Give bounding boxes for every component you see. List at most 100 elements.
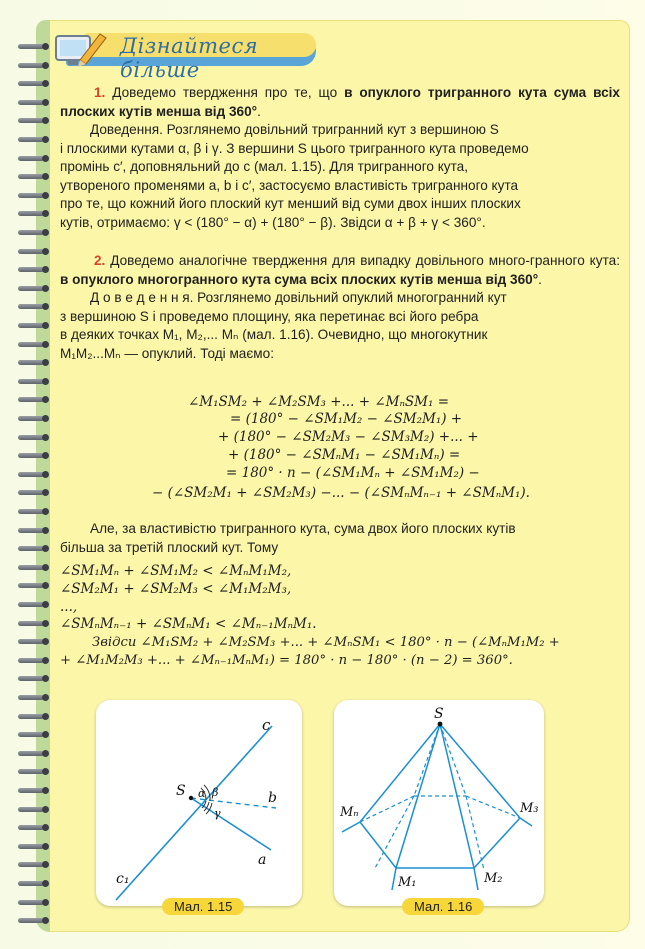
spiral-ring: [18, 396, 52, 404]
spiral-ring: [18, 563, 52, 571]
label-alpha: α: [198, 787, 206, 800]
section-header: Дізнайтеся більше: [54, 30, 324, 82]
spiral-ring: [18, 508, 52, 515]
spiral-ring: [18, 247, 52, 255]
monitor-pencil-icon: [55, 33, 107, 67]
spiral-ring: [18, 917, 52, 925]
inequality-2: ∠SM₂M₁ + ∠SM₂M₃ < ∠M₁M₂M₃,: [60, 581, 292, 597]
spiral-ring: [18, 266, 52, 274]
spiral-ring: [18, 675, 52, 683]
label-s: S: [434, 706, 444, 722]
section-1-line-1: Доведення. Розглянемо довільний тригранн…: [90, 122, 499, 137]
label-s: S: [176, 783, 186, 799]
vertex-s-point: [437, 721, 443, 727]
spiral-ring: [18, 433, 52, 441]
equation-line-2: = (180° − ∠SM₁M₂ − ∠SM₂M₁) +: [230, 411, 463, 427]
section-2-lead: Доведемо аналогічне твердження для випад…: [110, 253, 620, 268]
spiral-ring: [18, 377, 52, 385]
angle-beta-arc: [203, 784, 211, 802]
spiral-ring: [18, 452, 52, 460]
label-m2: M₂: [483, 871, 503, 886]
spiral-ring: [18, 173, 52, 181]
inequality-1: ∠SM₁Mₙ + ∠SM₁M₂ < ∠MₙM₁M₂,: [60, 563, 292, 579]
spiral-ring: [18, 582, 52, 590]
section-1-number: 1.: [94, 85, 106, 100]
section-1: 1. Доведемо твердження про те, що в опук…: [60, 84, 620, 232]
conclusion-line-1: Звідси ∠M₁SM₂ + ∠M₂SM₃ +... + ∠MₙSM₁ < 1…: [92, 635, 560, 650]
section-1-statement: в опуклого тригранного кута сума всіх пл…: [60, 85, 620, 119]
section-2-number: 2.: [94, 253, 106, 268]
label-beta: β: [211, 786, 218, 799]
label-m1: M₁: [397, 875, 417, 890]
paragraph-3-line-1: Але, за властивістю тригранного кута, су…: [90, 521, 516, 536]
spiral-ring: [18, 210, 52, 218]
spiral-ring: [18, 43, 52, 50]
header-title: Дізнайтеся більше: [120, 34, 259, 82]
conclusion-line-2: + ∠M₁M₂M₃ +... + ∠Mₙ₋₁MₙM₁) = 180° · n −…: [60, 653, 513, 668]
equation-line-5: = 180° · n − (∠SM₁Mₙ + ∠SM₁M₂) −: [226, 465, 480, 481]
section-2-statement: в опуклого многогранного кута сума всіх …: [60, 271, 539, 287]
spiral-ring: [18, 694, 52, 701]
figure-1-16-caption: Мал. 1.16: [402, 898, 485, 915]
section-2-line-1: Д о в е д е н н я. Розглянемо довільний …: [90, 290, 507, 305]
figure-1-16: S Mₙ M₃ M₁ M₂: [334, 700, 544, 906]
header-ribbon-inner: [84, 33, 316, 57]
spiral-ring: [18, 656, 52, 664]
section-1-line-6: кутів, отримаємо: γ < (180° − α) + (180°…: [60, 214, 486, 230]
equation-line-6: − (∠SM₂M₁ + ∠SM₂M₃) −... − (∠SMₙMₙ₋₁ + ∠…: [152, 485, 530, 501]
angle-alpha-arc: [200, 787, 207, 801]
spiral-ring: [18, 303, 52, 311]
spiral-ring: [18, 787, 52, 794]
spiral-ring: [18, 61, 52, 69]
spiral-ring: [18, 322, 52, 329]
figure-1-15: c c₁ S α β γ b a: [96, 700, 302, 906]
label-a: a: [258, 852, 266, 868]
spiral-ring: [18, 545, 52, 553]
spiral-ring: [18, 805, 52, 813]
equation-line-3: + (180° − ∠SM₂M₃ − ∠SM₃M₂) +... +: [218, 429, 479, 445]
spiral-ring: [18, 712, 52, 720]
label-c1: c₁: [116, 871, 129, 887]
spiral-ring: [18, 638, 52, 646]
spiral-ring: [18, 415, 52, 422]
label-b: b: [268, 790, 277, 806]
spiral-ring: [18, 619, 52, 627]
spiral-ring: [18, 191, 52, 199]
spiral-ring: [18, 154, 52, 162]
spiral-ring: [18, 359, 52, 367]
inequality-4: ∠SMₙMₙ₋₁ + ∠SMₙM₁ < ∠Mₙ₋₁MₙM₁.: [60, 616, 317, 632]
section-1-line-3: промінь c′, доповняльний до c (мал. 1.15…: [60, 159, 469, 174]
vertex-s-point: [188, 795, 194, 801]
spiral-ring: [18, 526, 52, 534]
spiral-ring: [18, 136, 52, 143]
ray-c-line: [115, 725, 273, 901]
spiral-ring: [18, 880, 52, 887]
spiral-ring: [18, 842, 52, 850]
label-m3: M₃: [519, 801, 539, 816]
section-1-line-4: утвореного променями a, b і c′, застосує…: [60, 177, 519, 193]
spiral-ring: [18, 98, 52, 106]
ray-a-line: [190, 797, 272, 851]
paragraph-3: Але, за властивістю тригранного кута, су…: [60, 520, 620, 557]
spiral-ring: [18, 601, 52, 608]
paragraph-3-line-2: більша за третій плоский кут. Тому: [60, 539, 279, 555]
section-2: 2. Доведемо аналогічне твердження для ви…: [60, 252, 620, 363]
trihedral-angle-diagram: c c₁ S α β γ b a: [115, 716, 277, 901]
spiral-ring: [18, 731, 52, 739]
section-2-line-3: в деяких точках M₁, M₂,... Mₙ (мал. 1.16…: [60, 327, 488, 342]
section-1-lead: Доведемо твердження про те, що: [112, 85, 338, 100]
spiral-ring: [18, 229, 52, 236]
section-2-line-2: з вершиною S і проведемо площину, яка пе…: [60, 308, 479, 324]
spiral-ring: [18, 749, 52, 757]
section-1-line-5: про те, що кожний його плоский кут менши…: [60, 196, 521, 211]
label-mn: Mₙ: [339, 805, 359, 820]
figure-1-15-caption: Мал. 1.15: [162, 898, 245, 915]
spiral-ring: [18, 898, 52, 906]
spiral-ring: [18, 117, 52, 125]
spiral-ring: [18, 470, 52, 478]
equation-line-1: ∠M₁SM₂ + ∠M₂SM₃ +... + ∠MₙSM₁ =: [188, 394, 450, 410]
spiral-ring: [18, 861, 52, 869]
spiral-ring: [18, 489, 52, 497]
label-c: c: [262, 716, 271, 734]
